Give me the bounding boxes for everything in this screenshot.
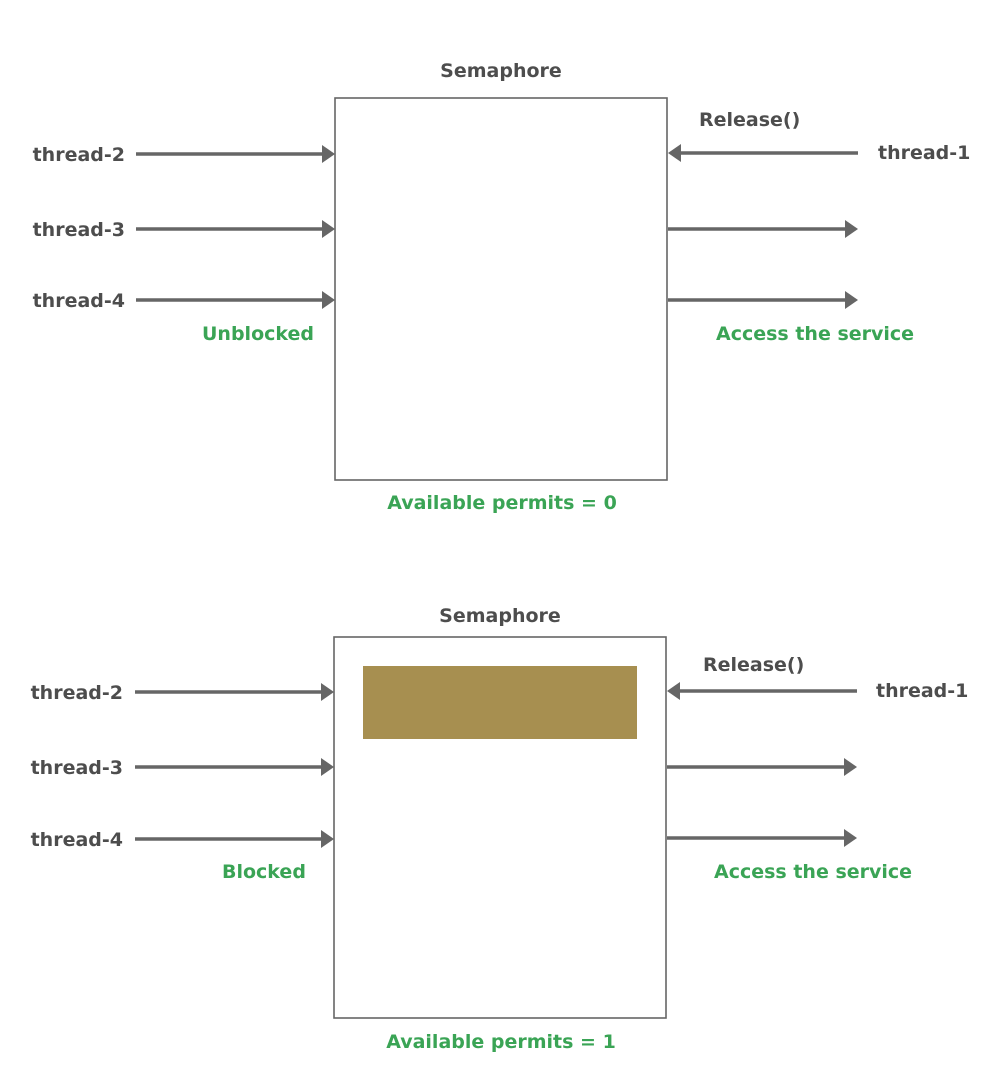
panel-title: Semaphore	[439, 605, 561, 627]
thread-2-label: thread-2	[31, 682, 123, 704]
panel-unblocked: Semaphore thread-2 thread-3 thread-4 Unb…	[33, 60, 971, 514]
right-status-label: Access the service	[716, 323, 914, 345]
thread-3-label: thread-3	[33, 219, 125, 241]
arrow-thread-4-in	[135, 830, 334, 848]
arrow-release-in	[667, 682, 857, 700]
thread-4-label: thread-4	[31, 829, 123, 851]
thread-1-label: thread-1	[876, 680, 968, 702]
permits-label: Available permits = 1	[386, 1031, 616, 1053]
left-status-label: Blocked	[222, 861, 306, 883]
arrow-out-2	[667, 829, 857, 847]
panel-blocked: Semaphore thread-2 thread-3 thread-4 Blo…	[31, 605, 969, 1053]
permits-label: Available permits = 0	[387, 492, 617, 514]
semaphore-box	[334, 97, 668, 481]
thread-4-label: thread-4	[33, 290, 125, 312]
left-status-label: Unblocked	[202, 323, 314, 345]
arrow-out-1	[667, 758, 857, 776]
panel-title: Semaphore	[440, 60, 562, 82]
arrow-thread-3-in	[135, 758, 334, 776]
arrow-out-2	[668, 291, 858, 309]
thread-1-label: thread-1	[878, 142, 970, 164]
thread-3-label: thread-3	[31, 757, 123, 779]
thread-2-label: thread-2	[33, 144, 125, 166]
release-label: Release()	[699, 109, 800, 131]
arrow-thread-2-in	[136, 145, 335, 163]
arrow-out-1	[668, 220, 858, 238]
arrow-thread-4-in	[136, 291, 335, 309]
arrow-thread-2-in	[135, 683, 334, 701]
release-label: Release()	[703, 654, 804, 676]
arrow-release-in	[668, 144, 858, 162]
permit-block	[363, 666, 637, 739]
arrow-thread-3-in	[136, 220, 335, 238]
right-status-label: Access the service	[714, 861, 912, 883]
